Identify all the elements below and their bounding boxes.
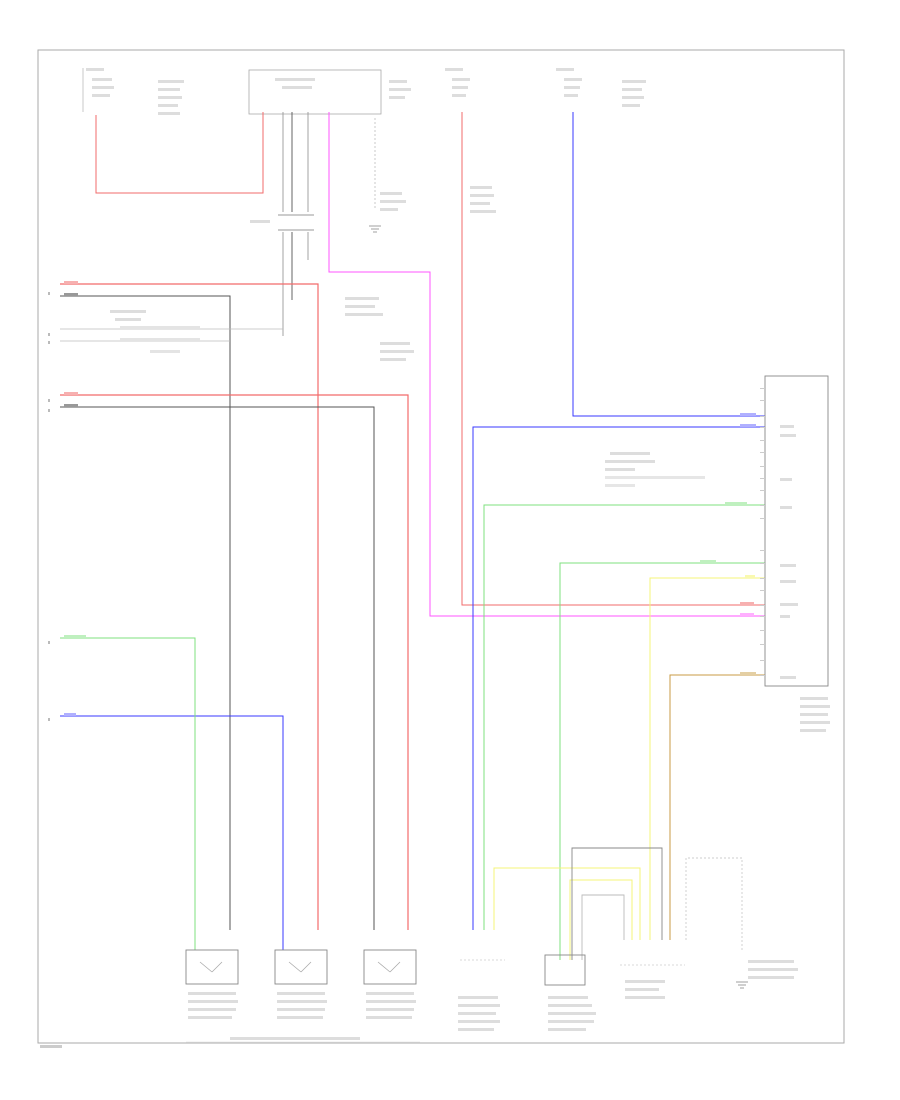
top-center-fuse-block	[445, 68, 470, 97]
wire-tan	[669, 674, 765, 940]
wire-green-right	[559, 562, 765, 960]
bottom-component-3	[363, 949, 417, 1019]
diagram-border	[37, 49, 845, 1044]
wire-blue-top-right	[572, 112, 765, 417]
wire-yellow-bottom	[493, 867, 641, 940]
top-relay-box	[248, 69, 411, 115]
bottom-component-7	[736, 960, 798, 989]
wire-green-left	[60, 637, 196, 950]
center-label-blocks	[345, 186, 496, 361]
bottom-component-6	[620, 964, 685, 999]
bottom-component-1	[185, 949, 239, 1019]
wire-red-trunk-2	[60, 394, 409, 930]
wire-blue-center	[472, 426, 765, 930]
left-inline-connector	[110, 310, 200, 353]
wire-red-center	[461, 112, 765, 606]
wire-yellow-right	[649, 577, 765, 940]
wire-green-center	[483, 504, 765, 930]
top-left-fuse-block	[82, 68, 184, 115]
wire-yellow-bottom-2	[569, 879, 633, 960]
wire-gray-lower-right	[571, 847, 743, 960]
wire-bundle-relay	[282, 112, 309, 336]
wire-black-trunk-2	[60, 406, 375, 930]
bottom-component-2	[274, 949, 328, 1019]
wire-blue-left	[60, 715, 284, 950]
left-wire-tags	[64, 281, 86, 716]
ground-icon-top	[369, 225, 381, 233]
wire-pink	[328, 112, 765, 617]
wire-red-top-left	[95, 112, 264, 194]
left-connector-pins	[48, 292, 50, 721]
top-right-fuse-block	[556, 68, 646, 107]
wire-red-trunk-1	[60, 283, 319, 930]
bottom-caption-line	[186, 1037, 420, 1043]
right-wire-tags	[700, 413, 756, 675]
wire-black-trunk-1	[60, 295, 231, 930]
ground-icon-bottom	[736, 981, 748, 989]
bottom-component-4	[458, 959, 505, 1031]
switch-label-block	[605, 452, 705, 487]
footer-mark	[40, 1045, 62, 1048]
bundle-connector-marks	[250, 214, 314, 231]
bottom-component-5	[544, 954, 596, 1031]
right-control-unit	[760, 375, 830, 732]
